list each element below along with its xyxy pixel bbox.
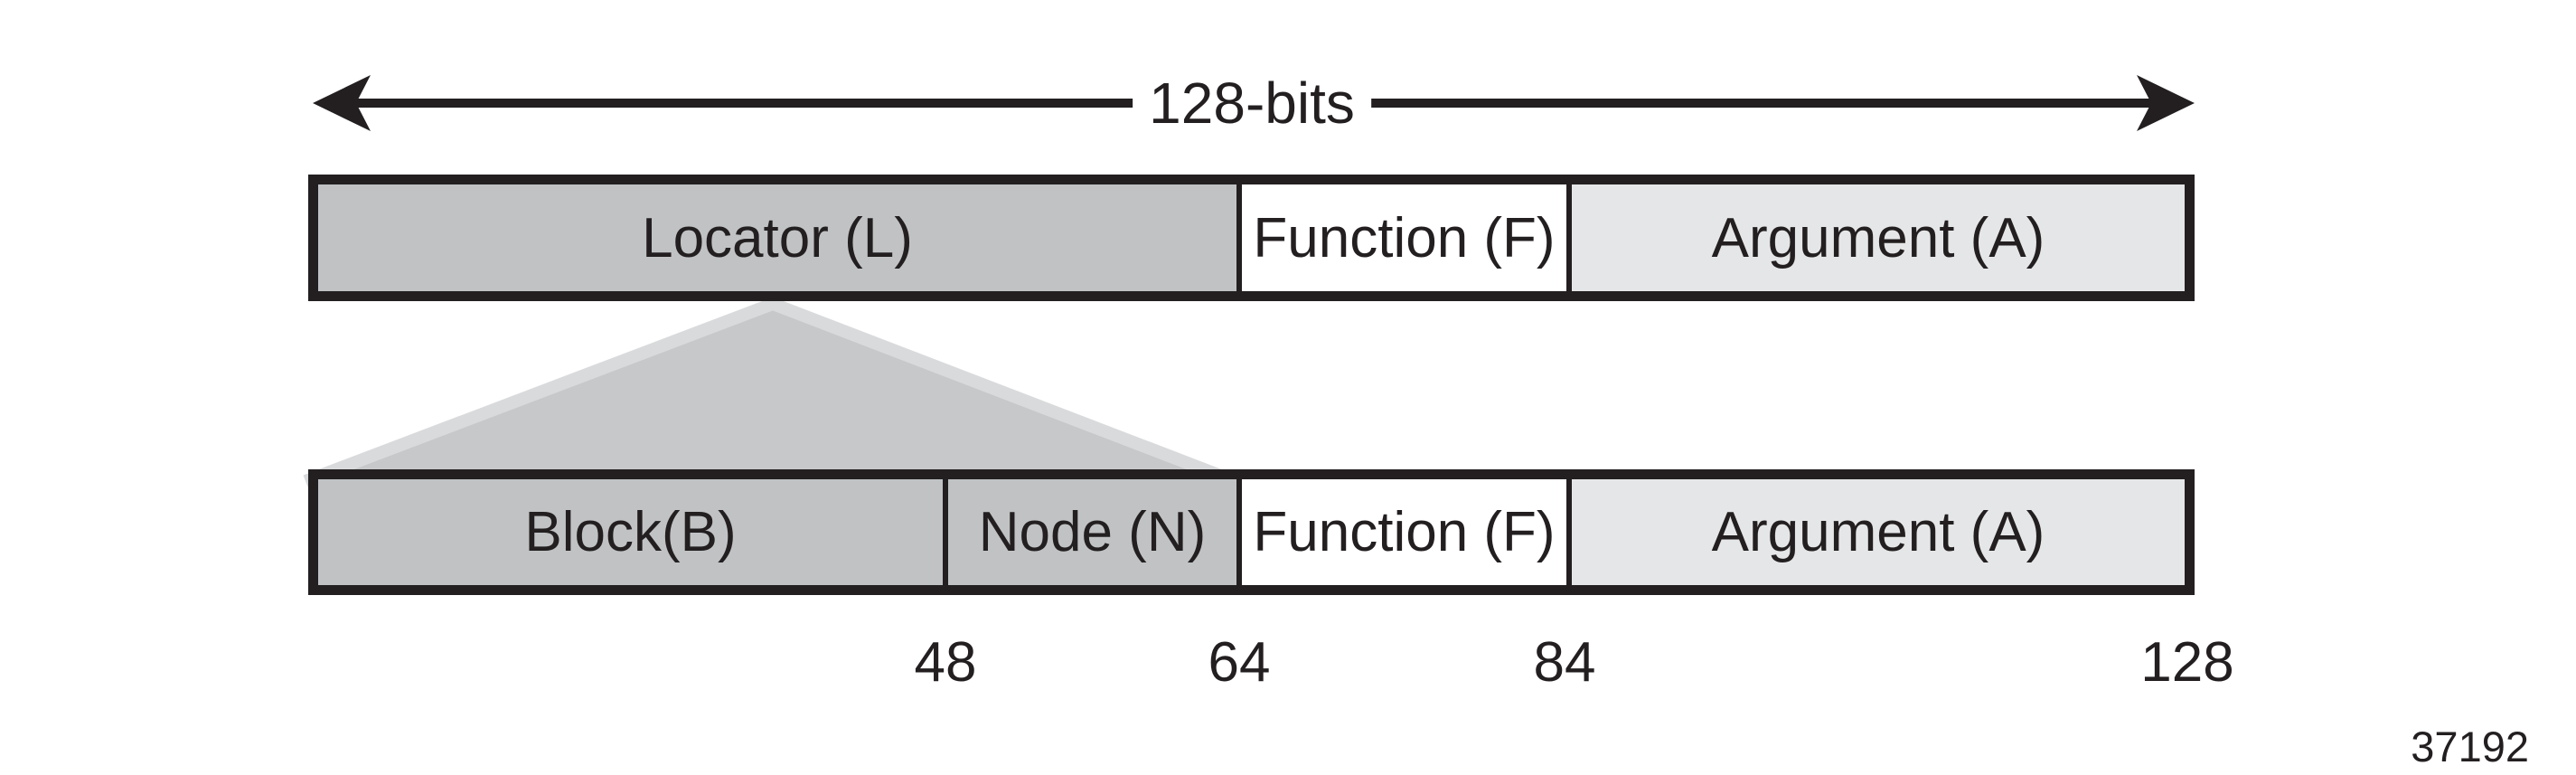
segment-node: Node (N) — [948, 479, 1242, 585]
segment-argument: Argument (A) — [1572, 184, 2185, 291]
wedge-highlight-edge — [303, 297, 1237, 487]
bit-position-128: 128 — [2140, 631, 2234, 694]
bit-width-label: 128-bits — [1133, 71, 1371, 135]
sid-expanded-bar: Block(B) Node (N) Function (F) Argument … — [308, 469, 2195, 595]
wedge-fill-shape — [306, 304, 1235, 481]
bit-position-48: 48 — [914, 631, 977, 694]
segment-block: Block(B) — [318, 479, 948, 585]
left-arrowhead-icon — [313, 75, 371, 131]
locator-expansion-wedge — [303, 297, 1237, 487]
segment-locator: Locator (L) — [318, 184, 1242, 291]
segment-argument-expanded: Argument (A) — [1572, 479, 2185, 585]
segment-function: Function (F) — [1242, 184, 1572, 291]
bit-position-84: 84 — [1533, 631, 1596, 694]
bit-position-64: 64 — [1208, 631, 1271, 694]
figure-number: 37192 — [2411, 723, 2529, 770]
right-arrowhead-icon — [2137, 75, 2195, 131]
sid-format-bar: Locator (L) Function (F) Argument (A) — [308, 175, 2195, 301]
segment-function-expanded: Function (F) — [1242, 479, 1572, 585]
